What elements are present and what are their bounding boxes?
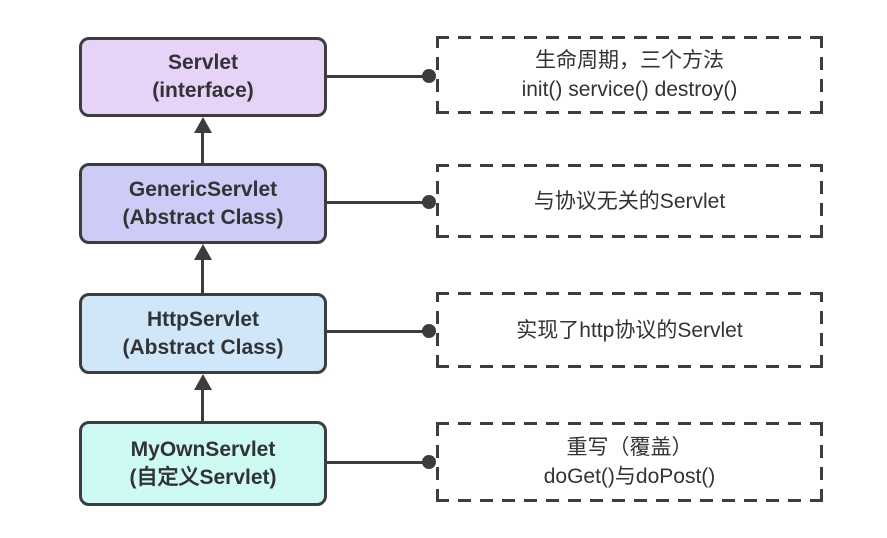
- connector-line-my-own-servlet: [327, 461, 429, 464]
- connector-dot-generic-servlet: [422, 195, 436, 209]
- note-generic-servlet: 与协议无关的Servlet: [436, 164, 823, 238]
- node-http-servlet-title: HttpServlet: [146, 307, 260, 331]
- node-http-servlet-subtitle: (Abstract Class): [122, 335, 284, 359]
- node-my-own-servlet-title: MyOwnServlet: [130, 437, 276, 461]
- connector-dot-http-servlet: [422, 324, 436, 338]
- node-http-servlet: HttpServlet (Abstract Class): [79, 293, 327, 374]
- inheritance-arrow-stem: [201, 258, 204, 293]
- inheritance-arrow-stem: [201, 131, 204, 163]
- up-arrow-icon: [194, 117, 212, 133]
- connector-dot-servlet: [422, 69, 436, 83]
- inheritance-arrow-stem: [201, 388, 204, 421]
- node-servlet-subtitle: (interface): [152, 79, 254, 102]
- note-http-servlet-line1: 实现了http协议的Servlet: [516, 318, 743, 342]
- up-arrow-icon: [194, 374, 212, 390]
- up-arrow-icon: [194, 244, 212, 260]
- note-generic-servlet-line1: 与协议无关的Servlet: [533, 189, 726, 213]
- node-generic-servlet-subtitle: (Abstract Class): [122, 205, 284, 229]
- note-servlet-line1: 生命周期，三个方法: [535, 49, 724, 72]
- connector-line-generic-servlet: [327, 201, 429, 204]
- node-servlet-title: Servlet: [167, 51, 239, 74]
- note-my-own-servlet-line1: 重写（覆盖）: [566, 436, 693, 459]
- note-my-own-servlet: 重写（覆盖） doGet()与doPost(): [436, 422, 823, 502]
- node-servlet: Servlet (interface): [79, 37, 327, 117]
- node-generic-servlet-title: GenericServlet: [128, 177, 278, 201]
- connector-line-servlet: [327, 75, 429, 78]
- node-generic-servlet: GenericServlet (Abstract Class): [79, 163, 327, 244]
- connector-line-http-servlet: [327, 330, 429, 333]
- note-my-own-servlet-line2: doGet()与doPost(): [543, 465, 716, 488]
- note-http-servlet: 实现了http协议的Servlet: [436, 292, 823, 368]
- connector-dot-my-own-servlet: [422, 455, 436, 469]
- node-my-own-servlet: MyOwnServlet (自定义Servlet): [79, 421, 327, 506]
- note-servlet: 生命周期，三个方法 init() service() destroy(): [436, 36, 823, 114]
- note-servlet-line2: init() service() destroy(): [521, 78, 738, 101]
- node-my-own-servlet-subtitle: (自定义Servlet): [129, 465, 277, 489]
